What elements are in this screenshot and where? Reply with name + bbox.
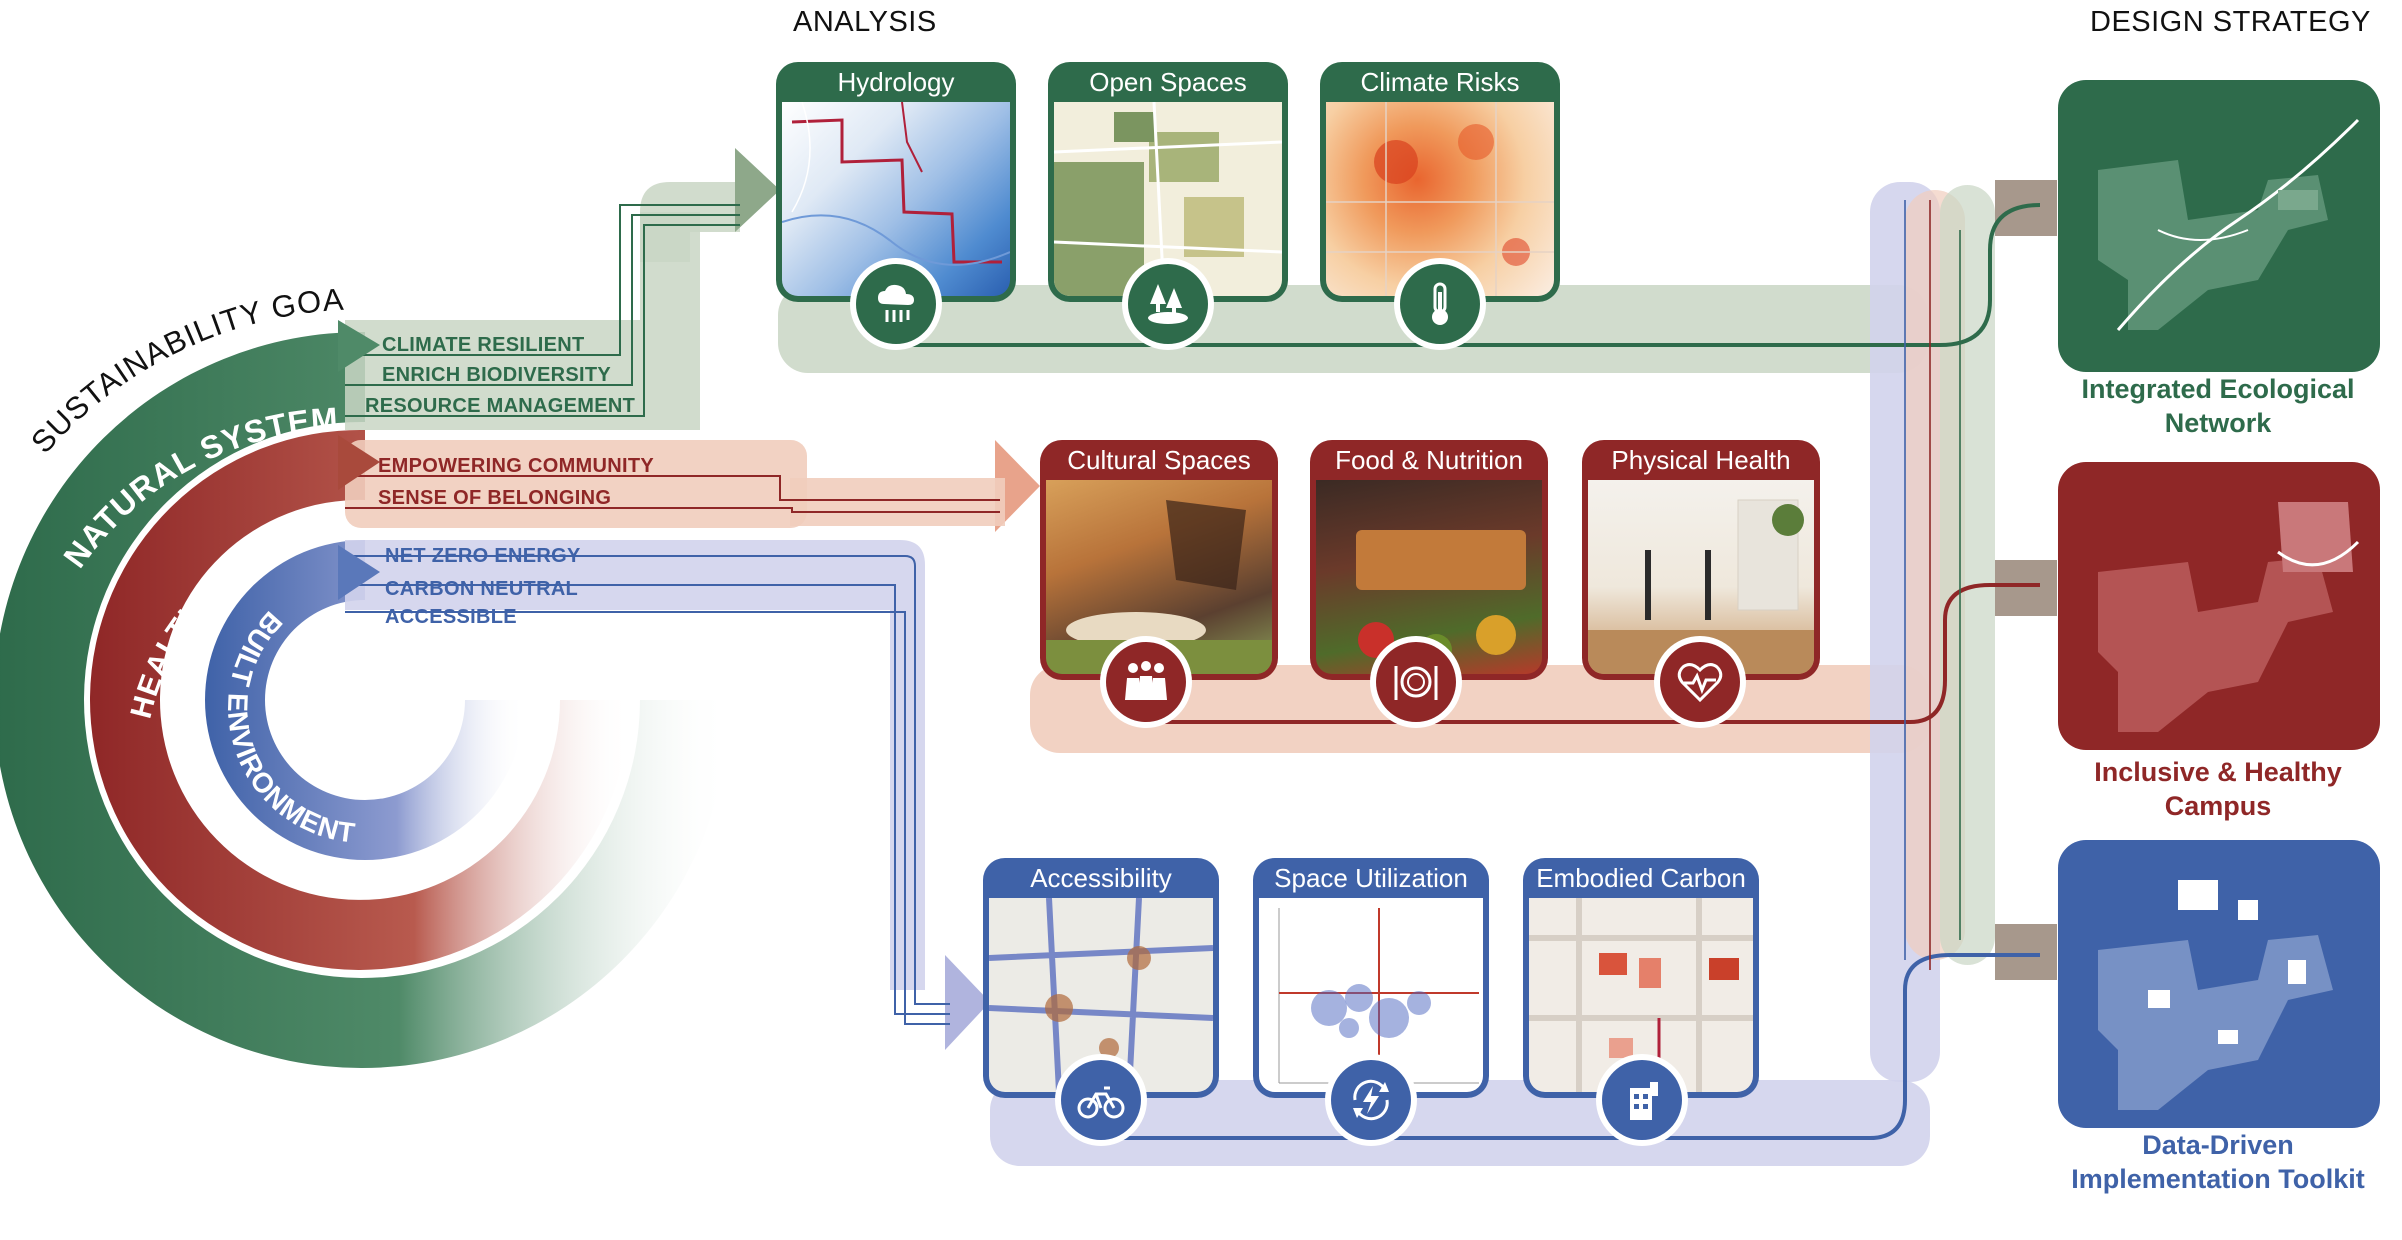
strategy-card-ecological <box>2058 80 2380 372</box>
line-green-1 <box>345 204 740 356</box>
line-blue-3 <box>345 611 950 1025</box>
card-hydrology: Hydrology <box>776 62 1016 302</box>
badge-space-utilization <box>1325 1054 1417 1146</box>
card-title: Embodied Carbon <box>1536 863 1746 893</box>
goal-net-zero-energy: NET ZERO ENERGY <box>385 545 581 567</box>
line-red-1 <box>345 475 1000 501</box>
goal-carbon-neutral: CARBON NEUTRAL <box>385 578 579 600</box>
badge-cultural-spaces <box>1100 636 1192 728</box>
goal-sense-of-belonging: SENSE OF BELONGING <box>378 487 612 509</box>
connector-health <box>1995 560 2057 616</box>
strategy-label-ecological: Integrated Ecological Network <box>2081 374 2355 438</box>
arrow-green <box>735 148 780 232</box>
band-green-analysis <box>778 285 1928 373</box>
energy-cycle-icon <box>1353 1079 1389 1121</box>
badge-food-nutrition <box>1370 636 1462 728</box>
goal-climate-resilient: CLIMATE RESILIENT <box>382 334 585 356</box>
card-title: Cultural Spaces <box>1067 445 1251 475</box>
goal-enrich-biodiversity: ENRICH BIODIVERSITY <box>382 364 612 386</box>
band-green-up <box>640 182 740 262</box>
arrow-red <box>995 440 1040 532</box>
strategy-card-inclusive <box>2058 462 2380 750</box>
strategy-label-inclusive: Inclusive & Healthy Campus <box>2094 757 2342 821</box>
diagram-stage: SUSTAINABILITY GOALS NATURAL SYSTEMS HEA… <box>0 6 2380 1194</box>
line-blue-2 <box>345 584 950 1015</box>
goal-accessible: ACCESSIBLE <box>385 606 517 628</box>
output-line-red <box>1130 583 2040 724</box>
design-strategy-header: DESIGN STRATEGY <box>2090 6 2371 38</box>
implementation-toolkit-map-image <box>2098 880 2333 1110</box>
line-red-2 <box>345 507 1000 513</box>
heart-pulse-icon <box>1677 663 1723 703</box>
card-title: Physical Health <box>1611 445 1791 475</box>
card-title: Accessibility <box>1030 863 1172 893</box>
strategy-label-toolkit: Data-Driven Implementation Toolkit <box>2071 1130 2365 1194</box>
badge-open-spaces <box>1122 258 1214 350</box>
band-red-goals <box>345 440 807 528</box>
card-title: Hydrology <box>837 67 955 97</box>
ring-built <box>205 540 525 860</box>
goal-resource-management: RESOURCE MANAGEMENT <box>365 395 636 417</box>
card-title: Space Utilization <box>1274 863 1468 893</box>
analysis-header: ANALYSIS <box>793 6 937 38</box>
badge-embodied-carbon <box>1596 1054 1688 1146</box>
cloud-rain-icon <box>878 284 914 322</box>
ecological-network-map-image <box>2098 118 2360 331</box>
band-green-goals <box>345 212 700 430</box>
badge-hydrology <box>850 258 942 350</box>
inclusive-campus-map-image <box>2098 502 2360 732</box>
card-open-spaces: Open Spaces <box>1048 62 1288 302</box>
strategy-card-toolkit <box>2058 840 2380 1128</box>
building-icon <box>1630 1082 1658 1120</box>
band-red-mid <box>790 478 1005 526</box>
badge-climate-risks <box>1394 258 1486 350</box>
trees-icon <box>1148 284 1188 324</box>
ring-arrowheads <box>338 320 380 600</box>
badge-accessibility <box>1055 1054 1147 1146</box>
goal-empowering-community: EMPOWERING COMMUNITY <box>378 455 654 477</box>
card-title: Climate Risks <box>1360 67 1520 97</box>
arrow-blue <box>945 955 990 1050</box>
bicycle-icon <box>1077 1086 1125 1119</box>
band-collector-green <box>1940 185 1995 965</box>
output-line-blue <box>1090 953 2040 1140</box>
card-title: Open Spaces <box>1089 67 1247 97</box>
thermometer-icon <box>1432 282 1448 325</box>
plate-icon <box>1394 666 1438 700</box>
line-green-3 <box>345 224 740 417</box>
card-title: Food & Nutrition <box>1335 445 1523 475</box>
badge-physical-health <box>1654 636 1746 728</box>
line-blue-1 <box>345 555 950 1005</box>
line-green-2 <box>345 214 740 386</box>
band-blue-analysis <box>990 1080 1930 1166</box>
ring-labels: SUSTAINABILITY GOALS NATURAL SYSTEMS HEA… <box>0 240 357 849</box>
connector-built <box>1995 924 2057 980</box>
people-icon <box>1125 661 1167 700</box>
open-spaces-map-image <box>1054 102 1282 296</box>
